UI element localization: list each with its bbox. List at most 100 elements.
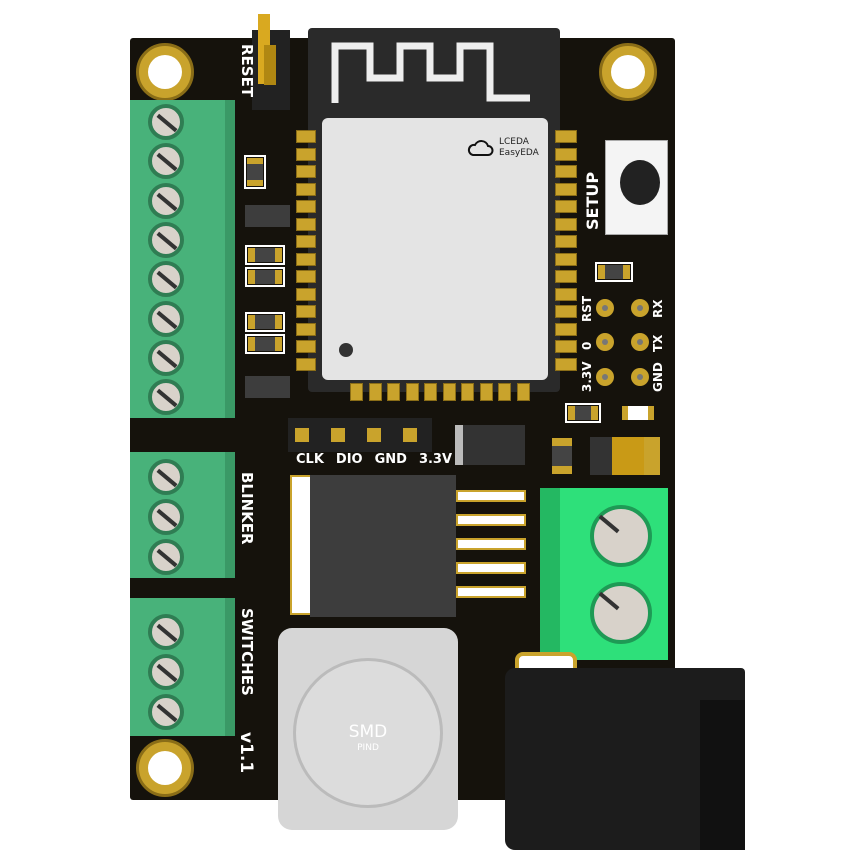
blinker-label: BLINKER: [238, 472, 256, 545]
module-pin: [424, 383, 437, 401]
mounting-hole: [136, 739, 194, 797]
header-pin: [264, 45, 276, 85]
module-pin: [555, 165, 577, 178]
screw[interactable]: [148, 301, 184, 337]
antenna-trace: [331, 42, 530, 103]
module-pin: [555, 147, 577, 161]
header-labels: CLK DIO GND 3.3V: [296, 452, 452, 467]
screw[interactable]: [148, 539, 184, 575]
module-pin: [296, 147, 316, 161]
module-pin: [296, 340, 316, 353]
capacitor: [552, 438, 572, 474]
resistor: [244, 155, 266, 189]
logo-line: LCEDA: [499, 137, 529, 147]
setup-label: SETUP: [583, 171, 602, 230]
module-pin: [296, 182, 316, 196]
regulator-pin: [456, 562, 526, 574]
module-shield: [322, 118, 548, 380]
module-pin: [296, 130, 316, 143]
header-pin: [367, 428, 381, 442]
module-pin: [516, 383, 530, 401]
resistor: [245, 312, 285, 332]
label-3v3: 3.3V: [580, 361, 594, 392]
terminal-block-8pos: [130, 100, 235, 418]
resistor: [595, 262, 633, 282]
transistor: [245, 205, 290, 227]
label-0: 0: [580, 341, 594, 350]
regulator-tab: [290, 475, 312, 615]
screw[interactable]: [148, 183, 184, 219]
module-pin: [296, 165, 316, 178]
module-pin: [387, 383, 400, 401]
screw[interactable]: [590, 582, 652, 644]
resistor: [245, 267, 285, 287]
module-pin: [368, 383, 382, 401]
mounting-hole: [136, 43, 194, 101]
screw[interactable]: [148, 459, 184, 495]
cloud-icon: [467, 140, 494, 156]
inductor-sublabel: PIND: [357, 743, 379, 753]
jack-body: [700, 700, 745, 850]
screw[interactable]: [148, 143, 184, 179]
module-pin: [296, 357, 316, 371]
inductor-coil: [293, 658, 443, 808]
screw[interactable]: [148, 614, 184, 650]
module-pin: [555, 340, 577, 353]
mounting-hole: [599, 43, 657, 101]
regulator-pin: [456, 514, 526, 526]
header-pin: [295, 428, 309, 442]
pad-0: [596, 333, 614, 351]
inductor-label: SMD: [348, 722, 388, 742]
module-pin: [461, 383, 474, 401]
module-pin: [296, 322, 316, 336]
screw[interactable]: [590, 505, 652, 567]
label-tx: TX: [651, 334, 665, 352]
module-pin: [296, 235, 316, 248]
led: [622, 406, 654, 420]
screw[interactable]: [148, 104, 184, 140]
module-pin: [555, 130, 577, 143]
module-pin: [555, 182, 577, 196]
pin1-dot: [339, 343, 353, 357]
module-pin: [498, 383, 511, 401]
module-pin: [296, 252, 316, 266]
module-pin: [296, 287, 316, 301]
module-pin: [296, 270, 316, 283]
module-pin: [555, 357, 577, 371]
transistor: [245, 376, 290, 398]
module-pin: [555, 322, 577, 336]
screw[interactable]: [148, 499, 184, 535]
module-pin: [350, 383, 363, 401]
screw[interactable]: [148, 340, 184, 376]
diode: [455, 425, 525, 465]
resistor: [565, 403, 601, 423]
screw[interactable]: [148, 379, 184, 415]
version-label: v1.1: [236, 732, 256, 774]
pad-rx: [631, 299, 649, 317]
pin-label-clk: CLK: [296, 452, 324, 467]
label-rst: RST: [580, 295, 594, 322]
header-pin: [331, 428, 345, 442]
module-pin: [479, 383, 493, 401]
regulator-pin: [456, 490, 526, 502]
screw[interactable]: [148, 222, 184, 258]
module-pin: [555, 217, 577, 231]
module-pin: [405, 383, 419, 401]
screw[interactable]: [148, 261, 184, 297]
pin-label-gnd: GND: [374, 452, 407, 467]
pin-label-dio: DIO: [335, 452, 363, 467]
screw[interactable]: [148, 654, 184, 690]
regulator-pin: [456, 538, 526, 550]
resistor: [245, 334, 285, 354]
resistor: [245, 245, 285, 265]
switches-label: SWITCHES: [238, 608, 256, 696]
pad-rst: [596, 299, 614, 317]
button-cap[interactable]: [620, 160, 660, 205]
logo-line: EasyEDA: [499, 148, 539, 158]
module-pin: [555, 252, 577, 266]
module-pin: [555, 200, 577, 213]
screw[interactable]: [148, 694, 184, 730]
label-gnd: GND: [651, 362, 665, 392]
module-pin: [555, 235, 577, 248]
